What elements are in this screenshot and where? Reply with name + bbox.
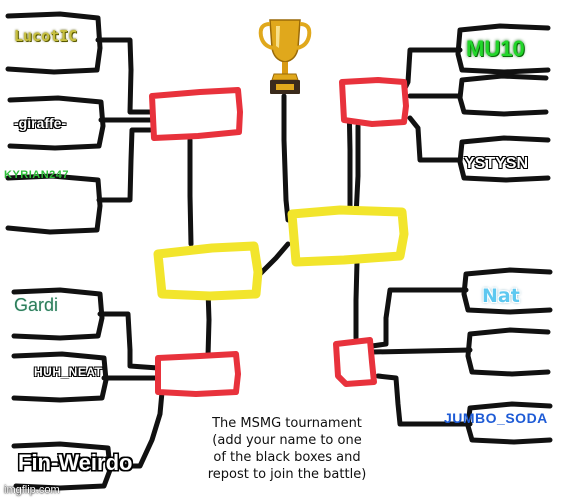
- quarterfinal-box-left-top: [149, 87, 243, 141]
- player-name-lucotic: LucotIC: [14, 27, 78, 45]
- connector-left-6: [105, 389, 165, 469]
- connector-right-5: [369, 347, 473, 355]
- tournament-caption: The MSMG tournament (add your name to on…: [207, 416, 367, 482]
- connector-right-4: [369, 287, 469, 349]
- player-name-giraffe: -giraffe-: [14, 115, 67, 131]
- connector-final-left: [255, 241, 291, 279]
- connector-right-qf1: [353, 123, 361, 219]
- player-name-ystysn: YSTYSN: [464, 155, 529, 172]
- slot-box-right-1: [455, 23, 551, 75]
- player-name-kyrian247: KYRIAN247: [4, 169, 70, 181]
- slot-box-left-1: [5, 11, 103, 75]
- player-name-jumbo-soda: JUMBO_SODA: [444, 410, 548, 426]
- semifinal-box-right: [287, 205, 409, 267]
- quarterfinal-box-right-bottom: [333, 337, 377, 387]
- watermark-text: imgflip.com: [4, 484, 60, 496]
- connector-left-4: [97, 311, 161, 371]
- connector-trophy: [281, 93, 291, 223]
- player-name-huh-neat: HUH_NEAT: [34, 365, 103, 379]
- connector-left-1: [95, 37, 153, 115]
- connector-right-3: [407, 115, 463, 163]
- slot-box-left-3: [5, 173, 103, 235]
- semifinal-box-left: [153, 241, 263, 301]
- player-name-mu10: MU10: [466, 36, 525, 61]
- slot-box-right-5: [465, 327, 551, 377]
- slot-box-left-6: [11, 441, 113, 491]
- connector-right-1: [401, 47, 463, 93]
- slot-box-left-2: [7, 95, 106, 151]
- player-name-fin-weirdo: Fin-Weirdo: [18, 450, 133, 475]
- connector-right-qf2: [353, 259, 360, 341]
- quarterfinal-box-left-bottom: [155, 351, 241, 397]
- slot-box-right-2: [457, 73, 549, 117]
- player-name-gardi: Gardi: [14, 295, 59, 315]
- connector-left-3: [96, 127, 153, 203]
- slot-box-right-4: [461, 267, 553, 315]
- connector-right-6: [375, 373, 473, 427]
- quarterfinal-box-right-top: [339, 77, 409, 127]
- connector-left-qf1: [187, 137, 194, 247]
- player-name-nat: Nat: [482, 285, 520, 307]
- slot-box-left-4: [11, 287, 105, 341]
- trophy-icon: [258, 19, 312, 94]
